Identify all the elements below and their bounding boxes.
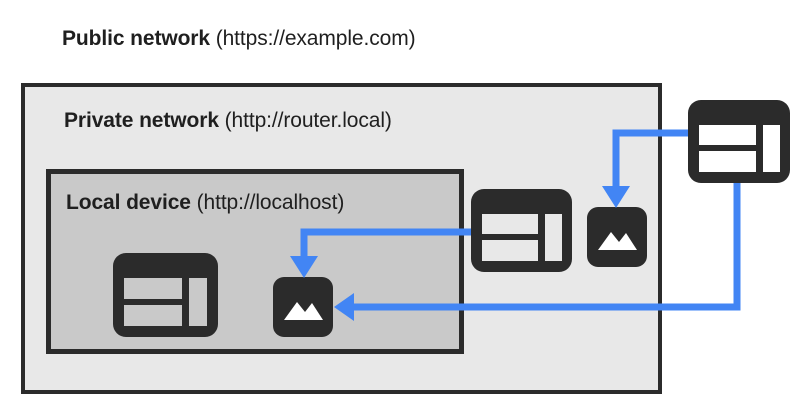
private-network-label-url: (http://router.local) [218,109,392,132]
local-device-label-url: (http://localhost) [190,191,345,214]
public-network-title-url: (https://example.com) [209,27,416,50]
browser-window-icon [688,100,790,183]
image-photo-icon [587,207,647,267]
public-network-title-bold: Public network [62,27,210,50]
local-device-label: Local device (http://localhost) [66,192,344,213]
browser-window-icon [113,253,218,337]
public-network-title: Public network (https://example.com) [62,28,416,49]
local-device-label-bold: Local device [66,191,191,214]
private-network-label: Private network (http://router.local) [64,110,392,131]
private-network-label-bold: Private network [64,109,219,132]
browser-window-icon [471,189,572,272]
image-photo-icon [273,277,333,337]
